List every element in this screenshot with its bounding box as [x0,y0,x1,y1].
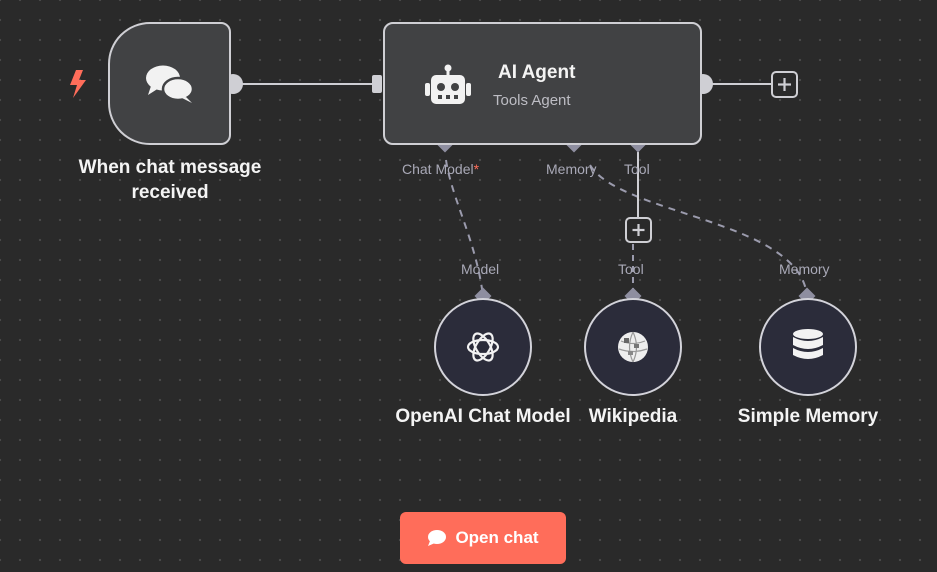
wikipedia-node-label: Wikipedia [588,406,678,427]
ai-agent-node[interactable]: AI Agent Tools Agent [383,22,702,145]
wikipedia-globe-icon [618,331,648,363]
memory-node-label: Simple Memory [737,406,879,427]
wikipedia-node[interactable] [584,298,682,396]
openai-chat-model-node[interactable] [434,298,532,396]
chat-bubble-icon [428,530,447,546]
lightning-bolt-icon [70,70,86,98]
chat-model-port-label: Chat Model* [402,161,480,177]
openai-icon [466,332,500,362]
agent-title: AI Agent [498,62,576,83]
model-connection [445,159,484,297]
required-marker: * [473,161,480,177]
open-chat-button[interactable]: Open chat [400,512,566,564]
memory-connection [589,164,808,297]
chat-trigger-label: When chat message received [78,157,262,203]
chat-trigger-node[interactable] [108,22,231,145]
robot-icon [425,64,471,104]
simple-memory-node[interactable] [759,298,857,396]
agent-subtitle: Tools Agent [493,92,571,109]
add-tool-button[interactable] [625,217,652,243]
chat-bubbles-icon [145,65,194,103]
open-chat-label: Open chat [455,528,539,547]
agent-input-port[interactable] [372,75,382,93]
openai-node-label: OpenAI Chat Model [395,406,571,427]
memory-port-label: Memory [546,161,597,177]
memory-node-port-label: Memory [779,261,830,277]
wikipedia-port-label: Tool [618,261,644,277]
add-output-node-button[interactable] [771,71,798,98]
tool-port-label: Tool [624,161,650,177]
database-icon [793,329,823,359]
openai-port-label: Model [461,261,500,277]
